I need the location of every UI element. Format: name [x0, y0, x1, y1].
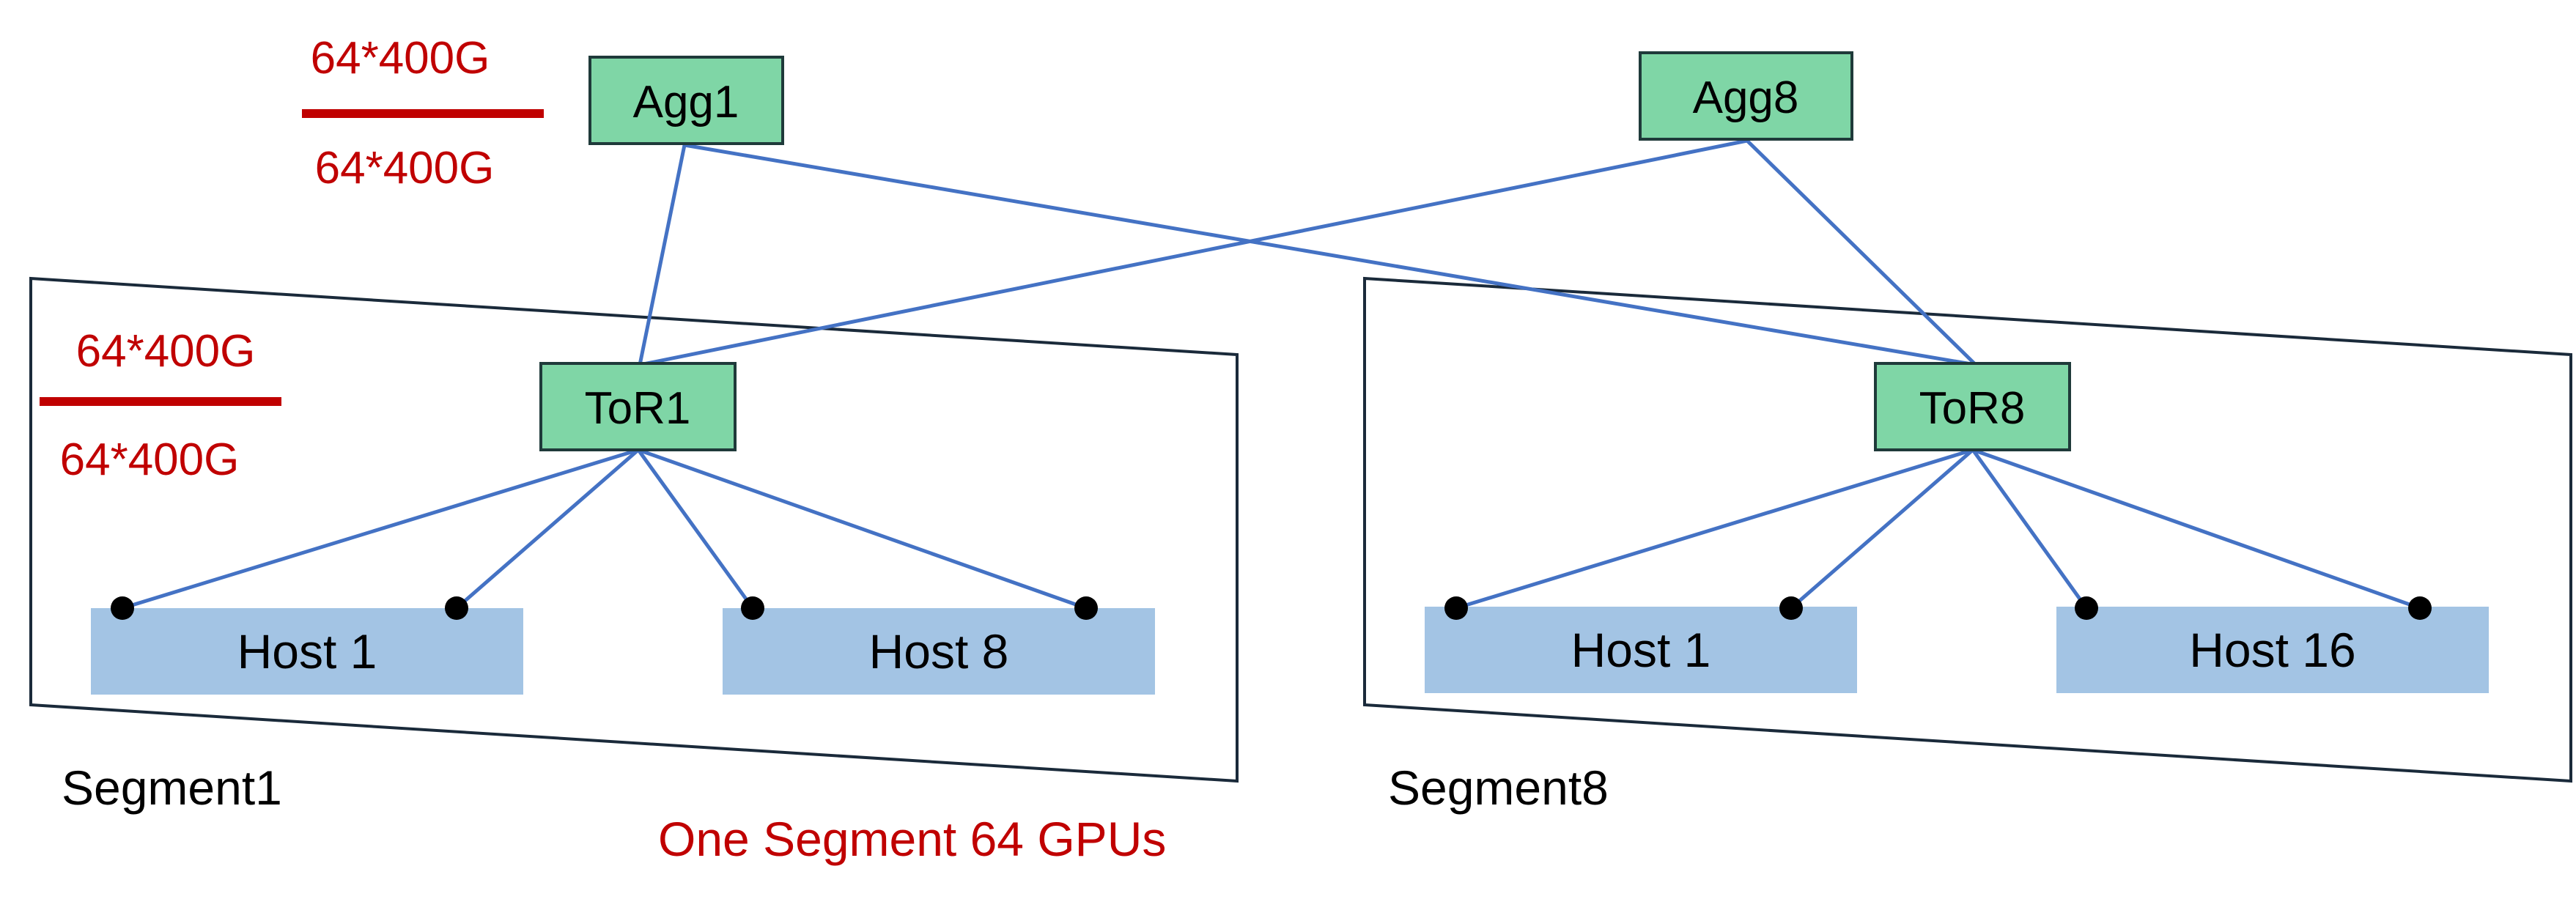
link-agg1-tor1: [638, 144, 687, 366]
agg-ratio-top: 64*400G: [311, 33, 490, 84]
segment-1-host-right-label: Host 8: [869, 624, 1009, 678]
link-tor8-port-2: [1790, 448, 1974, 610]
segment-1-outline: [29, 276, 1239, 783]
segment-1-label: Segment1: [62, 761, 282, 815]
link-tor1-port-2: [455, 448, 640, 610]
link-tor1-port-4: [638, 448, 1087, 610]
segment-8-outline: [1363, 276, 2572, 783]
agg8-box: [1639, 51, 1853, 141]
tor8-label: ToR8: [1919, 383, 2026, 434]
port-dot: [2408, 596, 2432, 620]
segment-8-label: Segment8: [1388, 761, 1609, 815]
downlinks: [122, 448, 2421, 610]
agg-ratio-bottom: 64*400G: [315, 143, 495, 193]
agg1-box: [588, 56, 784, 145]
link-tor1-port-1: [122, 448, 639, 610]
segment-1-host-left-label: Host 1: [237, 624, 377, 678]
port-dot: [1074, 596, 1098, 620]
tor8-box: [1874, 362, 2071, 451]
agg8-label: Agg8: [1693, 73, 1799, 123]
port-dot: [741, 596, 764, 620]
port-dot: [1779, 596, 1803, 620]
tor-ratio-top: 64*400G: [76, 326, 256, 377]
segment-1-host-left: [91, 608, 523, 695]
link-tor1-port-3: [636, 448, 755, 610]
port-dot: [111, 596, 134, 620]
link-tor8-port-3: [1971, 448, 2089, 610]
segment-1-host-right: [723, 608, 1155, 695]
link-agg8-tor8: [1746, 139, 1977, 366]
segment-8-host-left: [1425, 607, 1857, 693]
port-dot: [2075, 596, 2098, 620]
link-tor8-port-1: [1455, 448, 1974, 610]
segment-8-host-left-label: Host 1: [1571, 623, 1711, 677]
segment-8-host-right: [2056, 607, 2489, 693]
segment-8-host-right-label: Host 16: [2189, 623, 2355, 677]
link-agg8-tor1: [639, 138, 1748, 367]
port-dot: [445, 596, 468, 620]
segment-caption: One Segment 64 GPUs: [658, 812, 1166, 866]
agg1-label: Agg1: [633, 77, 739, 127]
tor1-label: ToR1: [585, 383, 691, 434]
tor1-box: [539, 362, 737, 451]
uplinks: [638, 138, 1977, 367]
link-agg1-tor8: [684, 143, 1977, 367]
port-dot: [1444, 596, 1468, 620]
link-tor8-port-4: [1972, 448, 2421, 610]
tor-ratio-bottom: 64*400G: [60, 434, 240, 485]
host-ports: [111, 596, 2432, 620]
